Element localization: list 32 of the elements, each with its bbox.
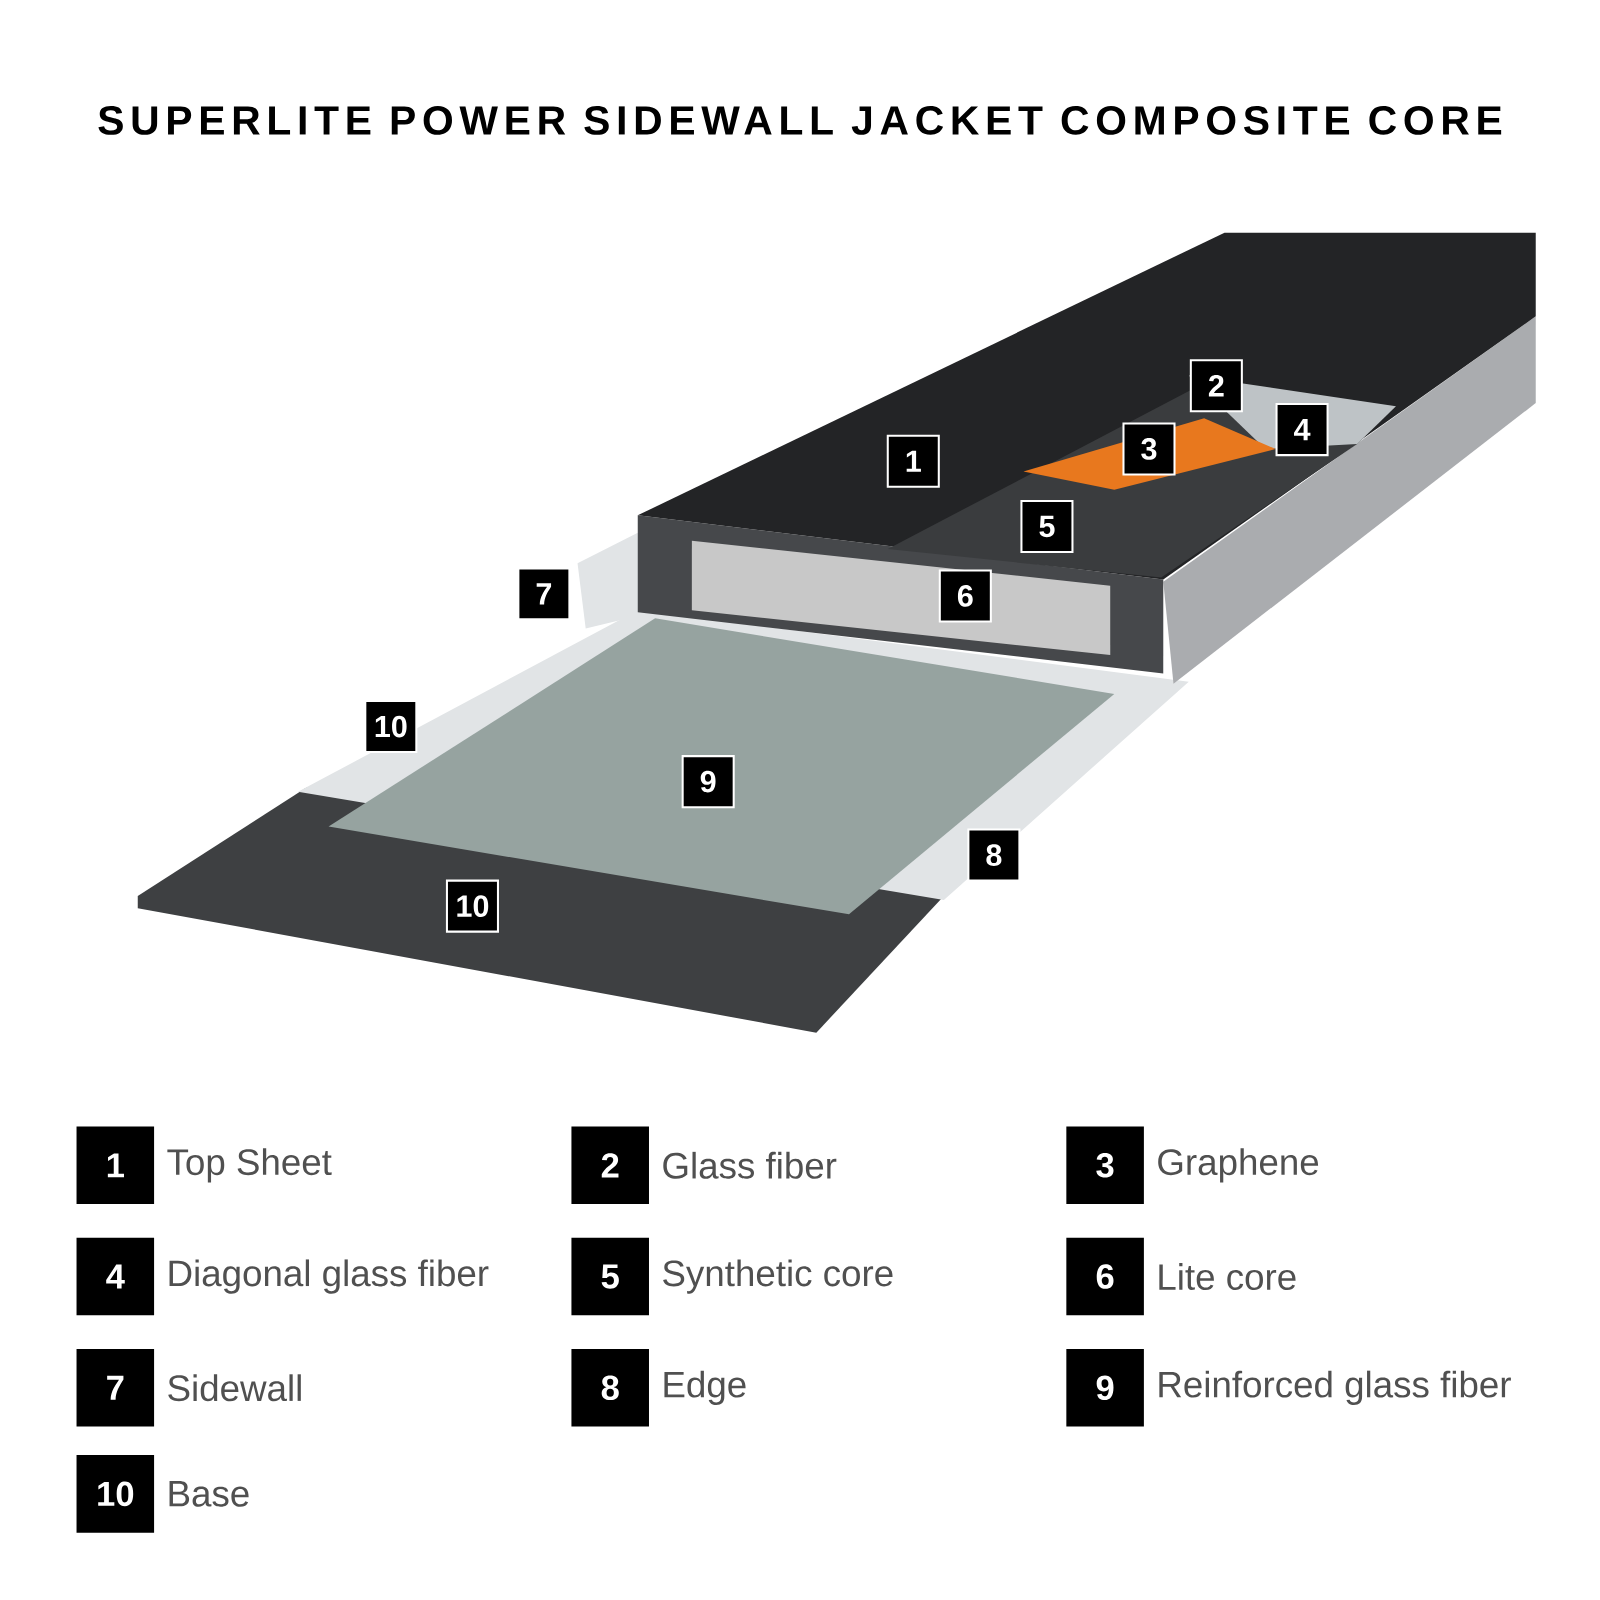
legend-text: Base — [169, 1481, 249, 1507]
title: SUPERLITE POWER SIDEWALL JACKET COMPOSITE CORE — [98, 105, 1502, 135]
callout-number: 5 — [1020, 500, 1074, 554]
callout-number: 1 — [886, 434, 940, 488]
legend-text: Synthetic core — [663, 1259, 893, 1294]
callout-number: 3 — [1122, 422, 1176, 476]
callout-number: 10 — [445, 879, 499, 933]
legend-text: Sidewall — [168, 1374, 301, 1402]
legend-number: 1 — [76, 1126, 155, 1205]
callout-number: 8 — [967, 828, 1021, 882]
callout-number: 6 — [938, 569, 992, 623]
legend-text: Graphene — [1158, 1148, 1319, 1183]
callout-number: 9 — [681, 755, 735, 809]
legend-number: 3 — [1066, 1126, 1144, 1205]
legend-number: 6 — [1066, 1237, 1144, 1316]
legend-number: 8 — [571, 1349, 649, 1427]
legend-number: 10 — [76, 1455, 155, 1533]
callout-number: 7 — [517, 567, 571, 621]
legend-number: 2 — [571, 1126, 649, 1205]
legend-number: 9 — [1066, 1349, 1144, 1427]
legend-text: Glass fiber — [663, 1151, 837, 1179]
legend-text: Edge — [664, 1370, 746, 1405]
legend-number: 4 — [76, 1237, 155, 1316]
legend-number: 7 — [76, 1349, 155, 1427]
callout-number: 4 — [1275, 403, 1329, 457]
legend-text: Reinforced glass fiber — [1159, 1370, 1511, 1405]
legend-text: Top Sheet — [167, 1148, 332, 1183]
callout-number: 10 — [364, 700, 418, 754]
legend-text: Lite core — [1159, 1263, 1296, 1291]
callout-number: 2 — [1189, 359, 1243, 413]
legend-text: Diagonal glass fiber — [169, 1259, 489, 1294]
legend-number: 5 — [571, 1237, 649, 1316]
